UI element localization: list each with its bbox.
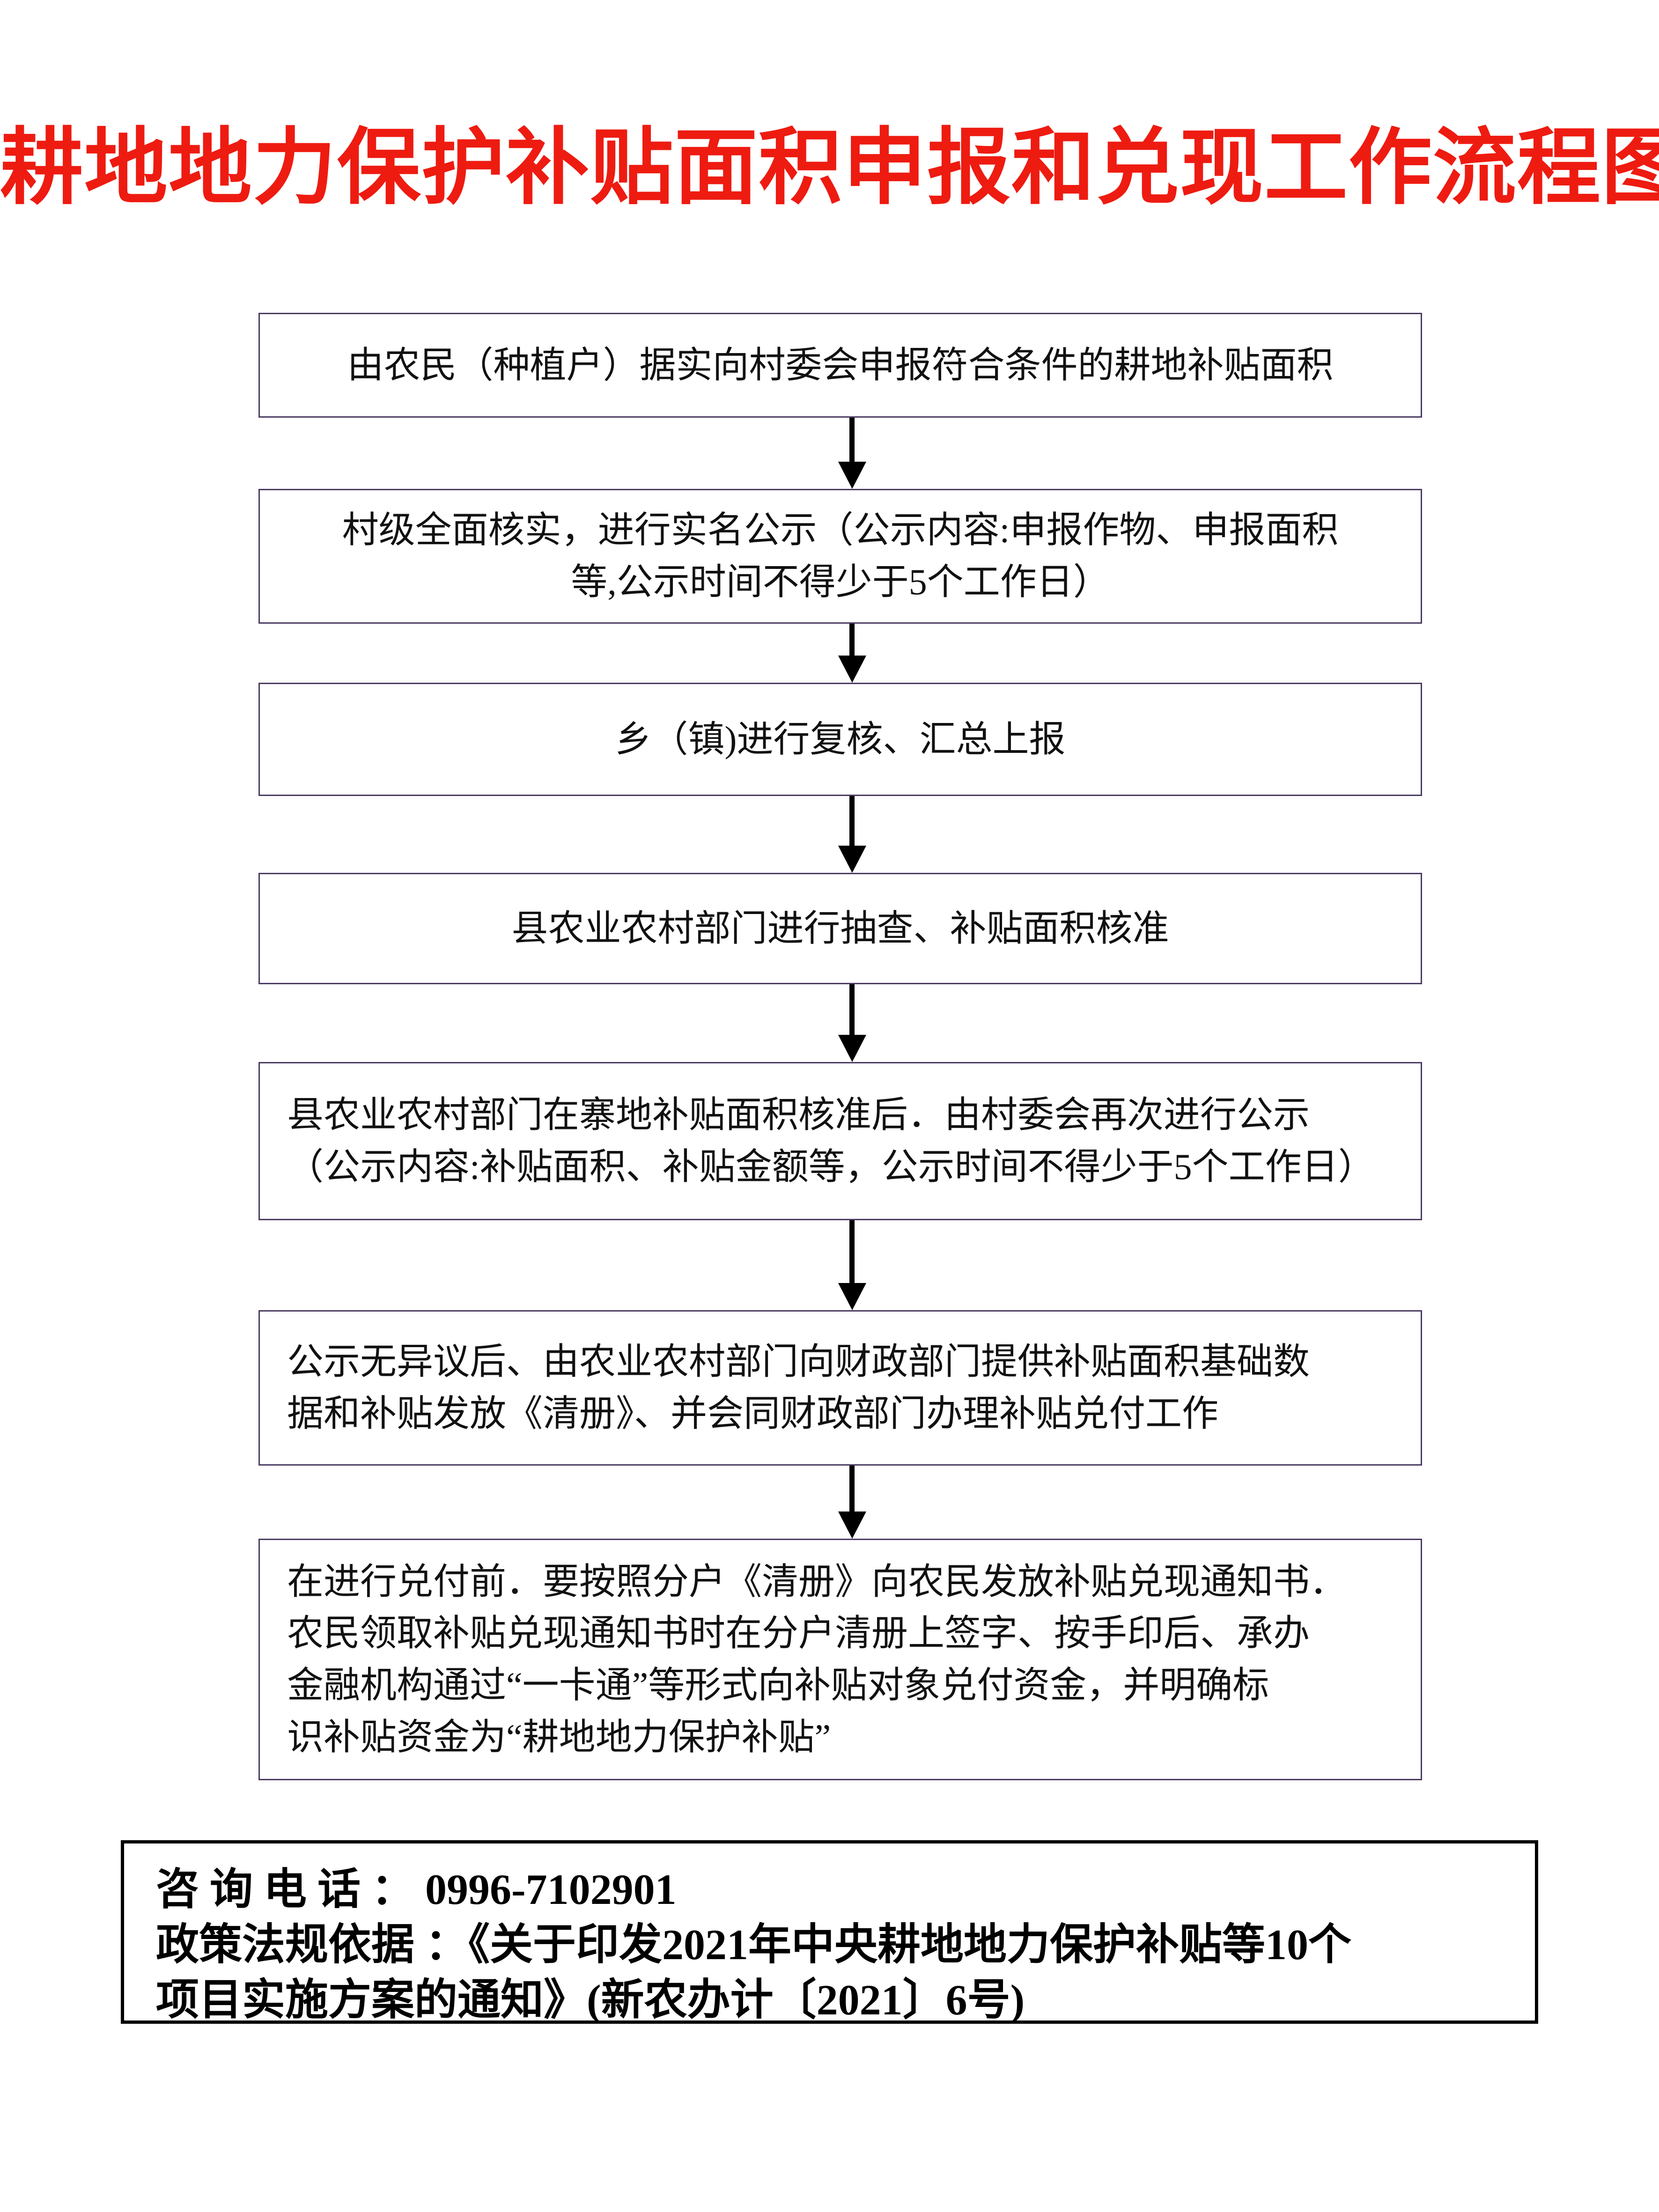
footer-policy-basis-line-2: 项目实施方案的通知》(新农办计〔2021〕6号) (156, 1976, 1025, 2024)
flow-step-3-line-1: 乡（镇)进行复核、汇总上报 (615, 718, 1066, 759)
footer-policy-basis-line-1: 政策法规依据 ：《关于印发2021年中央耕地地力保护补贴等10个 (156, 1920, 1352, 1969)
arrow-shaft (849, 418, 855, 463)
arrow-shaft (849, 1466, 855, 1512)
flow-arrow-5 (838, 1220, 866, 1310)
flow-step-6-line-2: 据和补贴发放《清册》、并会同财政部门办理补贴兑付工作 (287, 1393, 1219, 1434)
footer-note-box: 咨 询 电 话 ： 0996-7102901 政策法规依据 ：《关于印发2021… (121, 1840, 1538, 2024)
flow-step-3: 乡（镇)进行复核、汇总上报 (258, 683, 1422, 796)
flow-step-4-line-1: 县农业农村部门进行抽查、补贴面积核准 (511, 907, 1169, 949)
flow-step-2-line-1: 村级全面核实，进行实名公示（公示内容:申报作物、申报面积 (342, 509, 1339, 551)
flow-step-7-line-3: 金融机构通过“一卡通”等形式向补贴对象兑付资金，并明确标 (287, 1665, 1269, 1705)
flow-step-5-line-1: 县农业农村部门在寨地补贴面积核准后．由村委会再次进行公示 (287, 1094, 1310, 1135)
flow-step-4: 县农业农村部门进行抽查、补贴面积核准 (258, 873, 1422, 984)
arrow-head-icon (838, 462, 866, 489)
flow-arrow-3 (838, 796, 866, 873)
flow-step-6: 公示无异议后、由农业农村部门向财政部门提供补贴面积基础数 据和补贴发放《清册》、… (258, 1310, 1422, 1466)
flow-arrow-4 (838, 984, 866, 1062)
arrow-shaft (849, 1220, 855, 1284)
flow-step-2: 村级全面核实，进行实名公示（公示内容:申报作物、申报面积 等,公示时间不得少于5… (258, 489, 1422, 624)
flow-arrow-1 (838, 418, 866, 489)
arrow-head-icon (838, 1035, 866, 1062)
page-title: 耕地地力保护补贴面积申报和兑现工作流程图 (0, 118, 1659, 216)
flow-step-7-line-1: 在进行兑付前．要按照分户《清册》向农民发放补贴兑现通知书． (287, 1561, 1347, 1602)
flow-step-7: 在进行兑付前．要按照分户《清册》向农民发放补贴兑现通知书． 农民领取补贴兑现通知… (258, 1539, 1422, 1780)
flow-step-7-line-2: 农民领取补贴兑现通知书时在分户清册上签字、按手印后、承办 (287, 1613, 1310, 1654)
flow-arrow-2 (838, 624, 866, 683)
arrow-shaft (849, 796, 855, 847)
flow-step-7-line-4: 识补贴资金为“耕地地力保护补贴” (287, 1716, 831, 1757)
footer-contact-phone: 咨 询 电 话 ： 0996-7102901 (156, 1865, 677, 1913)
arrow-head-icon (838, 846, 866, 873)
flow-step-1: 由农民（种植户）据实向村委会申报符合条件的耕地补贴面积 (258, 313, 1422, 418)
arrow-head-icon (838, 656, 866, 683)
flow-step-2-line-2: 等,公示时间不得少于5个工作日） (571, 561, 1110, 602)
flow-arrow-6 (838, 1466, 866, 1539)
flow-step-6-line-1: 公示无异议后、由农业农村部门向财政部门提供补贴面积基础数 (287, 1341, 1310, 1382)
flow-step-5-line-2: （公示内容:补贴面积、补贴金额等，公示时间不得少于5个工作日） (287, 1146, 1375, 1187)
flow-step-1-line-1: 由农民（种植户）据实向村委会申报符合条件的耕地补贴面积 (347, 344, 1334, 385)
arrow-head-icon (838, 1512, 866, 1539)
arrow-head-icon (838, 1283, 866, 1310)
arrow-shaft (849, 984, 855, 1036)
flow-step-5: 县农业农村部门在寨地补贴面积核准后．由村委会再次进行公示 （公示内容:补贴面积、… (258, 1062, 1422, 1220)
arrow-shaft (849, 624, 855, 656)
